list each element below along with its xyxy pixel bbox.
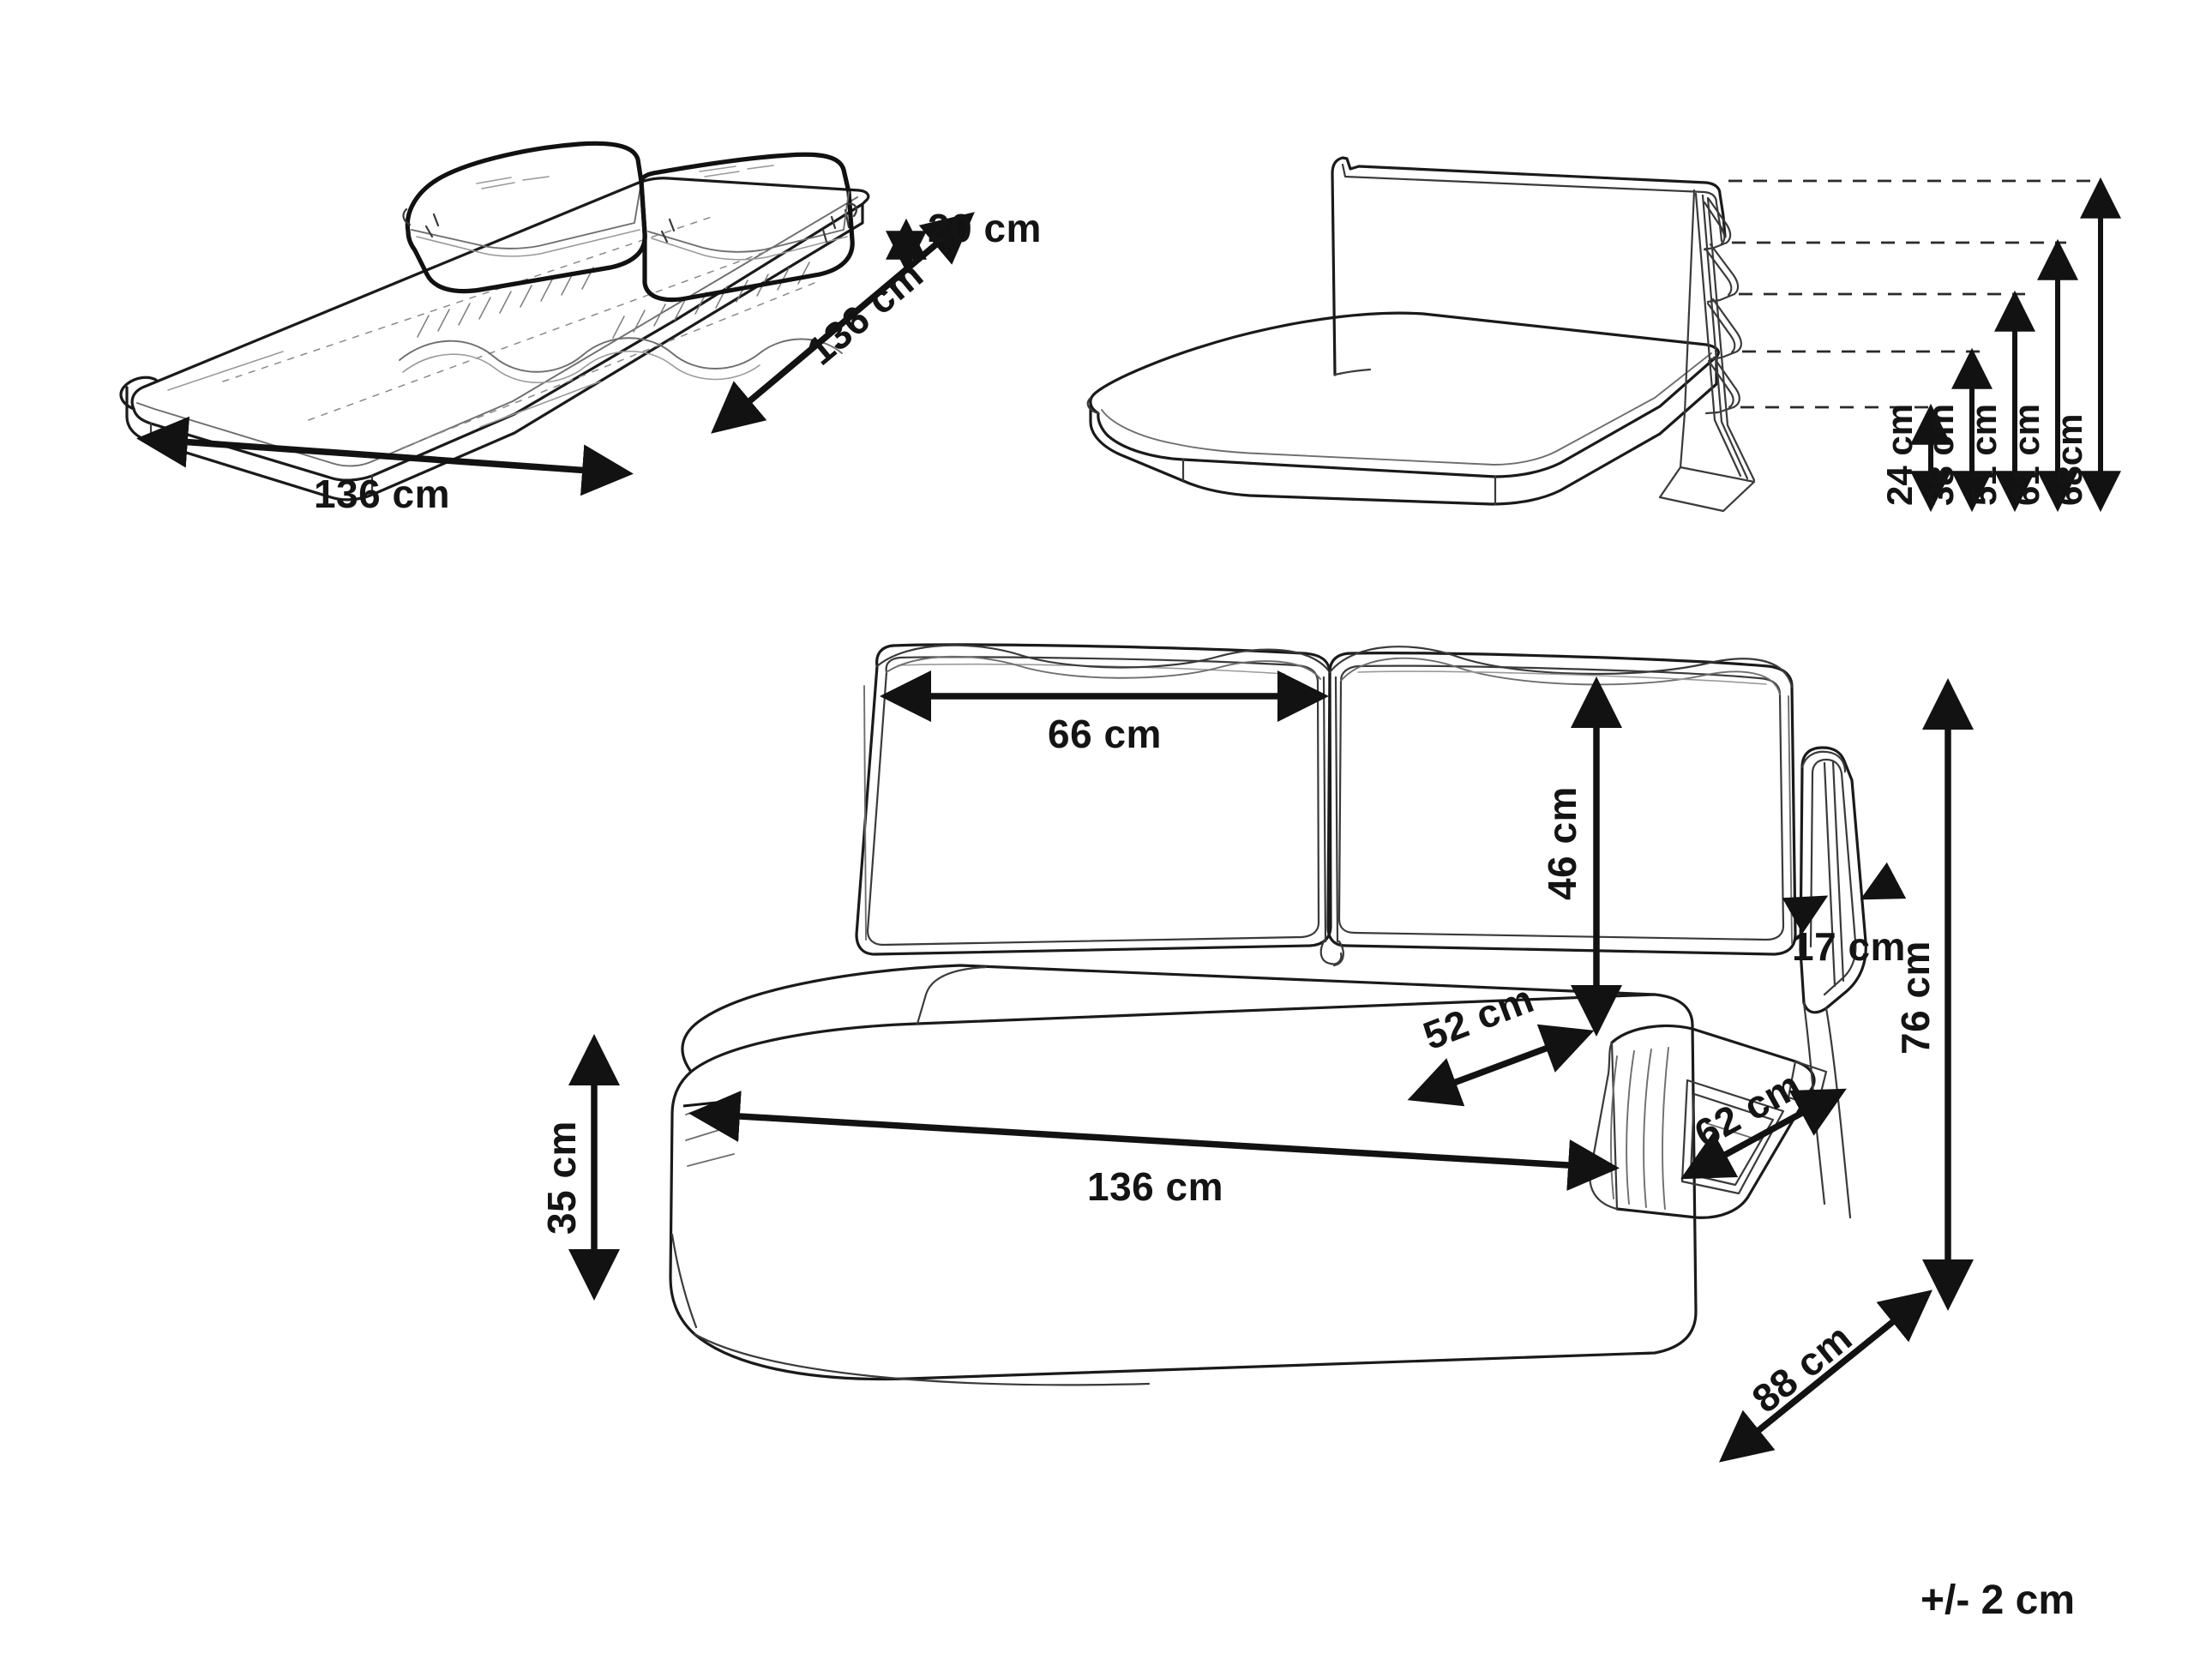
recline-layer-4: [1703, 197, 1732, 251]
dim-flat-width-label: 136 cm: [314, 472, 450, 516]
dim-sofa-66-label: 66 cm: [1048, 712, 1162, 756]
sofa-back-cushion-left: [855, 643, 1332, 956]
recline-layer-1: [1704, 356, 1740, 415]
dim-flat-depth-label: 136 cm: [798, 252, 931, 374]
sofa-upright-view: 66 cm 46 cm 52 cm 136 cm 62 cm: [539, 643, 1974, 1463]
recline-rear-panel: [1658, 466, 1756, 513]
dim-recline-51: 51 cm: [1963, 290, 2035, 513]
dim-sofa-136: 136 cm: [682, 1091, 1620, 1209]
dim-recline-61: 61 cm: [2006, 238, 2078, 513]
dim-sofa-66: 66 cm: [879, 670, 1329, 756]
dim-flat-width: 136 cm: [136, 416, 634, 516]
dim-sofa-35-label: 35 cm: [539, 1121, 584, 1235]
recline-seat-cushion: [1086, 311, 1720, 506]
recline-positions-view: 24 cm 38 cm 51 cm 61 cm 68cm: [1086, 156, 2121, 513]
dim-recline-24: 24 cm: [1879, 403, 1951, 513]
dim-sofa-136-label: 136 cm: [1087, 1164, 1223, 1209]
dim-sofa-62: 62 cm: [1680, 1062, 1847, 1180]
dim-recline-24-label: 24 cm: [1879, 404, 1920, 506]
flat-bed-view: 136 cm 136 cm 20 cm: [119, 141, 1042, 516]
dim-sofa-17: 17 cm: [1782, 862, 1907, 969]
flat-mattress-seams: [167, 216, 815, 449]
dim-sofa-46-label: 46 cm: [1540, 786, 1584, 900]
sofa-side-panel: [1799, 746, 1867, 1219]
dim-sofa-17-label: 17 cm: [1792, 924, 1906, 969]
dim-recline-51-label: 51 cm: [1963, 404, 2004, 506]
recline-backrest-upright: [1331, 156, 1727, 376]
tolerance-note: +/- 2 cm: [1920, 1578, 2075, 1623]
flat-pillow-left: [402, 141, 647, 294]
dim-sofa-52: 52 cm: [1407, 976, 1595, 1107]
dim-sofa-46: 46 cm: [1540, 676, 1622, 1037]
dim-sofa-35: 35 cm: [539, 1033, 620, 1301]
dim-sofa-76: 76 cm: [1893, 677, 1974, 1311]
recline-fan-edges: [1679, 189, 1756, 482]
dim-recline-68: 68cm: [2049, 177, 2121, 513]
dim-sofa-76-label: 76 cm: [1893, 941, 1938, 1055]
dim-recline-38: 38 cm: [1920, 347, 1993, 513]
dim-flat-height: 20 cm: [886, 206, 1042, 273]
flat-mattress: [119, 177, 870, 502]
dim-sofa-88: 88 cm: [1719, 1289, 1932, 1463]
dim-sofa-88-label: 88 cm: [1744, 1315, 1860, 1422]
dim-flat-height-label: 20 cm: [928, 206, 1042, 250]
dim-recline-61-label: 61 cm: [2006, 404, 2047, 506]
dim-recline-68-label: 68cm: [2049, 414, 2089, 506]
recline-layer-2: [1706, 298, 1742, 361]
recline-leader-lines: [1728, 179, 2101, 409]
dim-recline-38-label: 38 cm: [1920, 404, 1961, 506]
recline-layer-3: [1704, 243, 1740, 304]
